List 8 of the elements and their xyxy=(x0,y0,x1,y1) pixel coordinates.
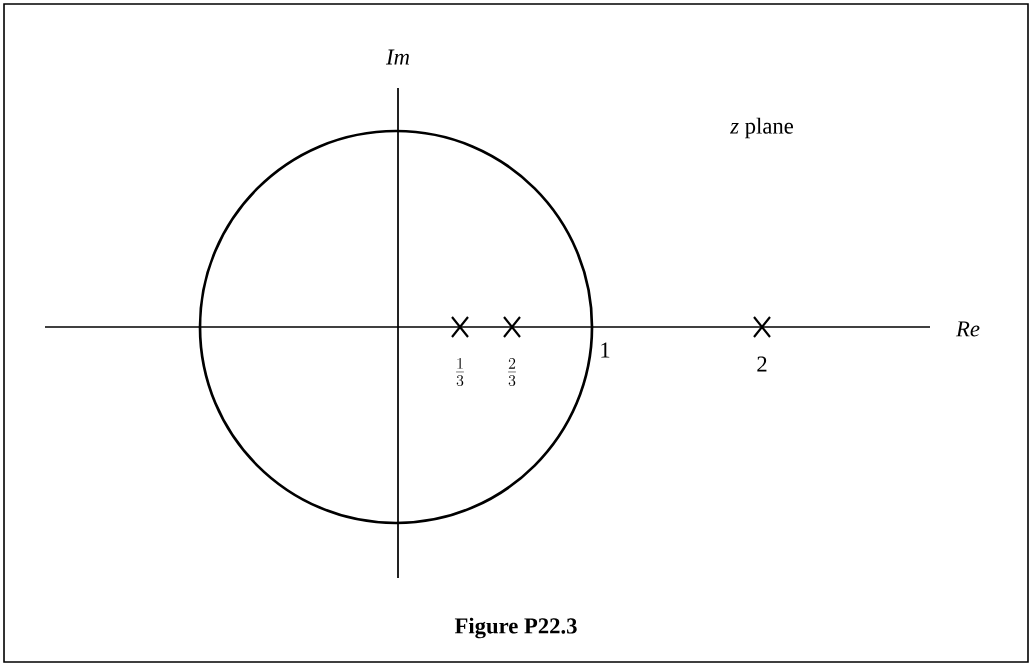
plane-label: z plane xyxy=(729,117,793,139)
tick-label: 1 xyxy=(601,342,610,358)
axis-label: Im xyxy=(385,49,409,65)
tick-label: $\frac{1}{3}$ xyxy=(456,358,464,386)
figure-caption: Figure P22.3 xyxy=(454,617,577,639)
tick-label: $\frac{2}{3}$ xyxy=(508,358,516,386)
axis-label: Re xyxy=(955,321,980,337)
tick-label: 2 xyxy=(757,356,767,372)
